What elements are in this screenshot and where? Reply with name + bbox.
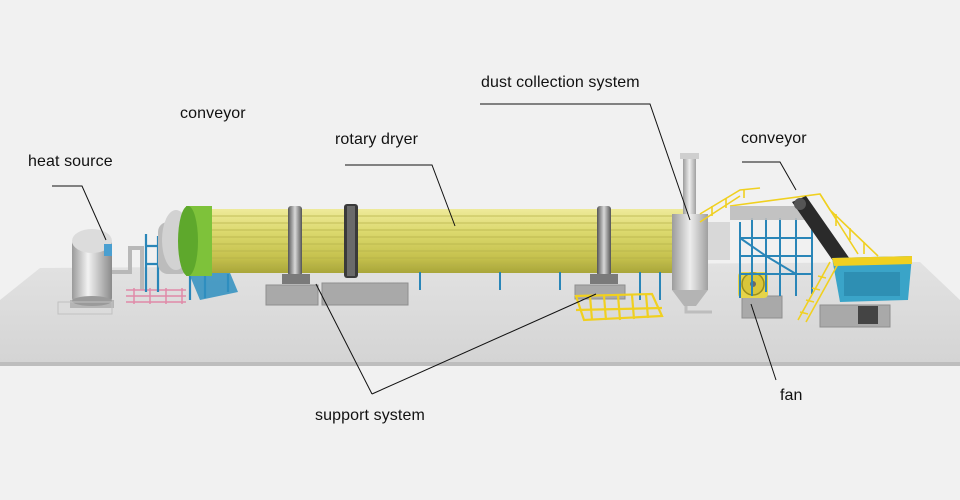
label-conveyor-right: conveyor [741, 130, 807, 147]
label-conveyor-left: conveyor [180, 105, 246, 122]
label-rotary-dryer: rotary dryer [335, 131, 418, 148]
floor-platform [0, 262, 960, 366]
support-structure [419, 272, 664, 322]
label-support-system: support system [315, 407, 425, 424]
label-heat-source: heat source [28, 153, 113, 170]
leader-lines [52, 103, 797, 395]
label-fan: fan [780, 387, 803, 404]
leader-fan [750, 303, 777, 381]
dust-collector [672, 153, 730, 314]
leader-dust-collection [480, 103, 691, 221]
rotary-dryer-drum [178, 204, 685, 284]
leader-conveyor-right [742, 161, 797, 191]
label-dust-collection-system: dust collection system [481, 74, 640, 91]
right-conveyor-structure [699, 187, 912, 324]
burner-piping [126, 288, 186, 304]
leader-support-system-b [371, 293, 597, 395]
heat-source-tank [57, 229, 144, 315]
leader-heat-source [52, 185, 107, 241]
leader-rotary-dryer [345, 164, 456, 227]
leader-support-system-a [315, 283, 373, 395]
